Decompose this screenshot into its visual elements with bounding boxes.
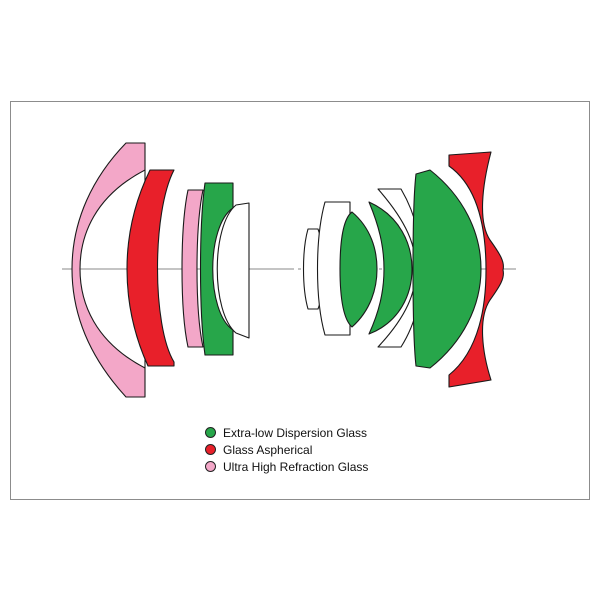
legend-label: Ultra High Refraction Glass <box>223 459 369 474</box>
green-dot-icon <box>205 427 216 438</box>
legend-item-aspherical: Glass Aspherical <box>205 441 368 458</box>
lens-element-4 <box>199 182 234 356</box>
red-dot-icon <box>205 444 216 455</box>
lens-element-5 <box>216 202 250 339</box>
lens-element-1 <box>71 142 146 398</box>
lens-element-2 <box>126 169 175 367</box>
legend-label: Glass Aspherical <box>223 442 313 457</box>
lens-element-9 <box>368 201 413 335</box>
legend: Extra-low Dispersion Glass Glass Aspheri… <box>205 424 368 475</box>
legend-label: Extra-low Dispersion Glass <box>223 425 368 440</box>
lens-element-8 <box>339 211 378 328</box>
lens-element-12 <box>448 151 504 388</box>
lens-element-3 <box>181 189 204 348</box>
lens-element-11 <box>412 169 482 369</box>
legend-item-ultra-high-refraction: Ultra High Refraction Glass <box>205 458 368 475</box>
legend-item-extra-low-dispersion: Extra-low Dispersion Glass <box>205 424 368 441</box>
pink-dot-icon <box>205 461 216 472</box>
